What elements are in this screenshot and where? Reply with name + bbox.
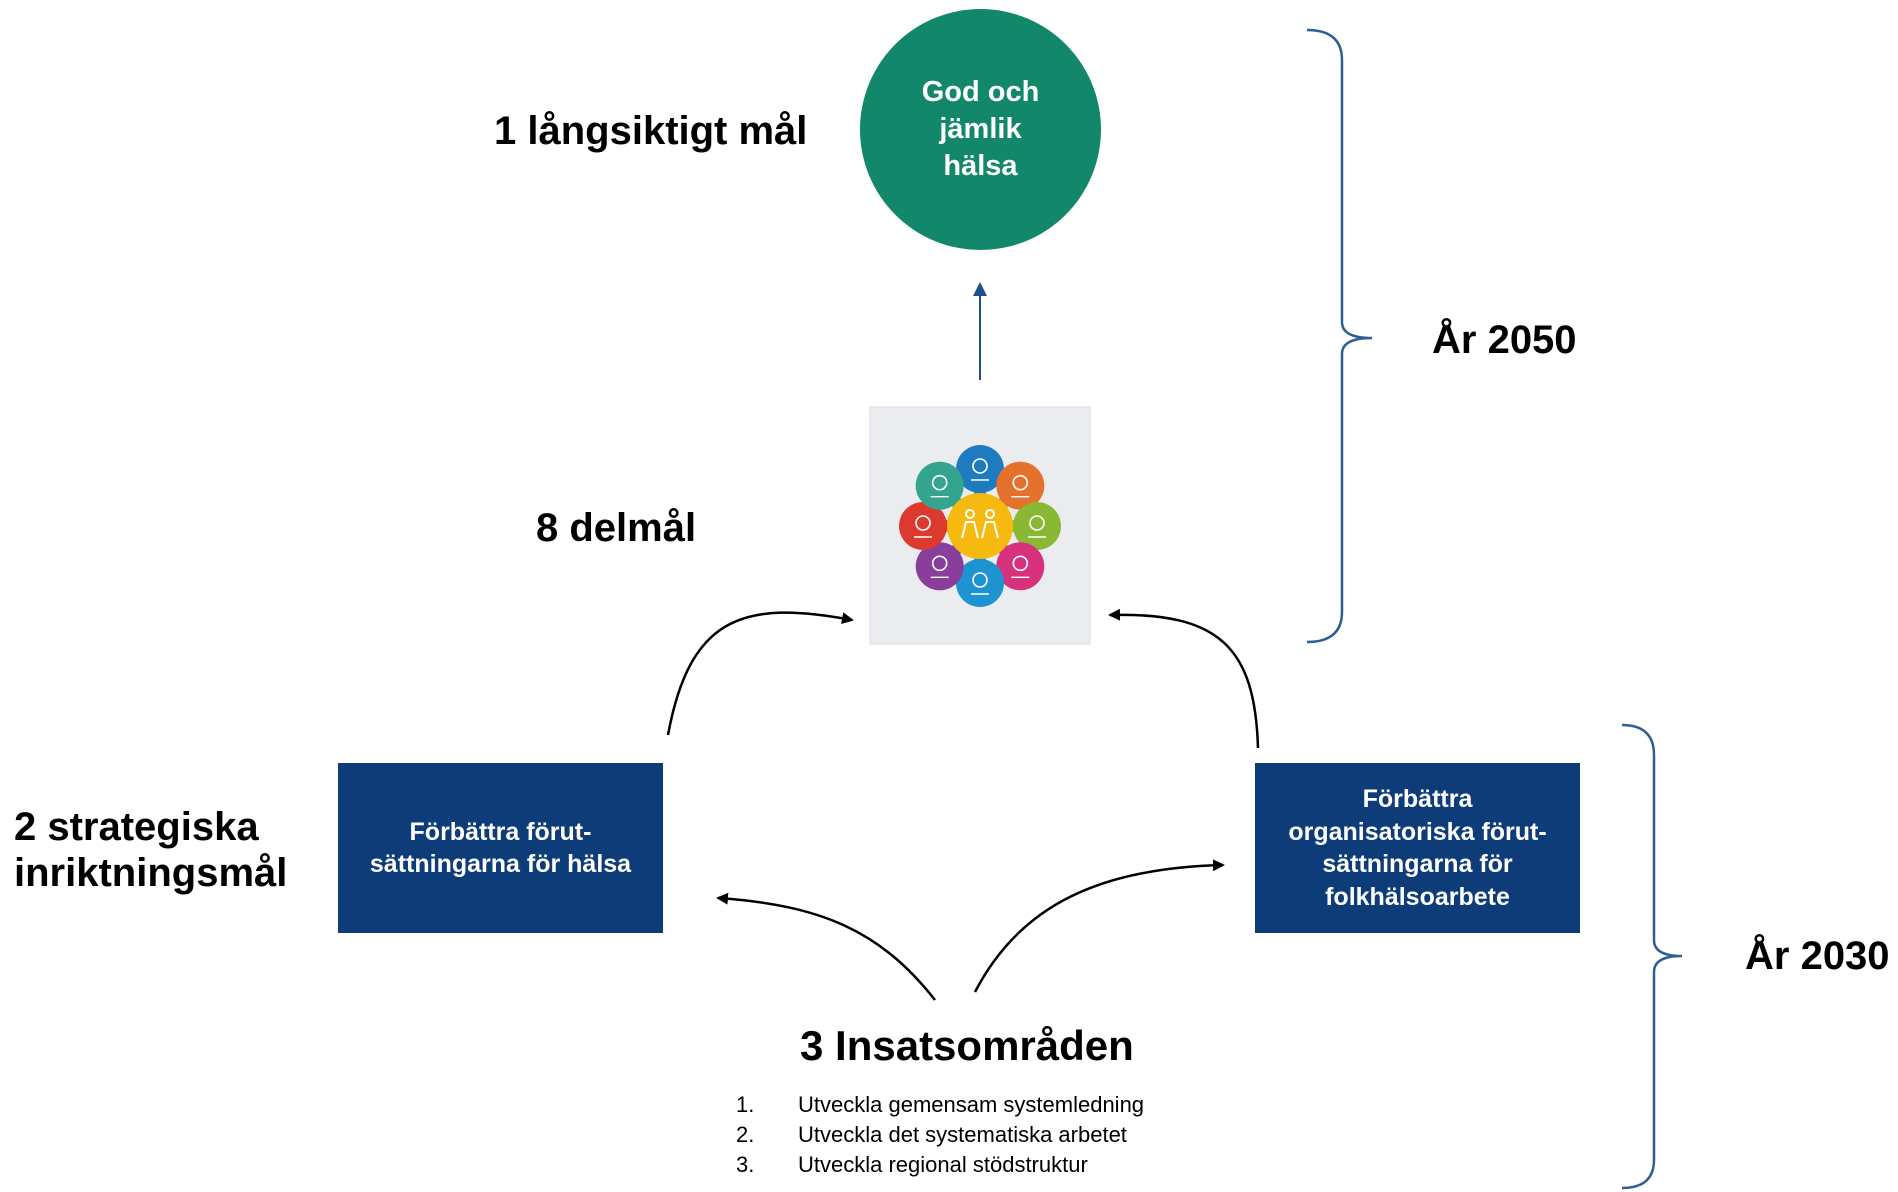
timeframe-2030: År 2030 [1745, 934, 1890, 978]
box-right-line-1: Förbättra [1362, 785, 1473, 813]
arrow-efforts-to-left-box [716, 892, 936, 1001]
subgoal-petal-1 [956, 445, 1004, 503]
list-item: 2. Utveckla det systematiska arbetet [736, 1120, 1144, 1150]
subgoal-petal-8 [915, 461, 964, 510]
goal-label: 1 långsiktigt mål [494, 109, 808, 153]
list-item-text: Utveckla regional stödstruktur [798, 1151, 1088, 1177]
efforts-title: 3 Insatsområden [800, 1022, 1134, 1069]
box-left-line-2: sättningarna för hälsa [369, 850, 632, 878]
timeframe-2050: År 2050 [1432, 318, 1577, 362]
subgoals-label: 8 delmål [536, 506, 697, 550]
arrow-right-box-to-subgoals [1108, 608, 1260, 749]
efforts-list: 1. Utveckla gemensam systemledning 2. Ut… [736, 1090, 1144, 1180]
strategic-label-line-1: 2 strategiska [14, 805, 259, 849]
subgoal-petal-5 [956, 549, 1004, 607]
family-icon [961, 509, 999, 539]
subgoal-petal-3 [1003, 502, 1061, 550]
list-item: 1. Utveckla gemensam systemledning [736, 1090, 1144, 1120]
strategic-box-health: Förbättra förut- sättningarna för hälsa [338, 763, 663, 933]
list-item-number: 3. [736, 1151, 755, 1177]
arrow-efforts-to-right-box [973, 859, 1225, 993]
subgoal-petal-4 [996, 542, 1045, 591]
goal-circle: God och jämlik hälsa [860, 9, 1101, 250]
bracket-2030 [1621, 723, 1683, 1190]
arrow-left-box-to-subgoals [666, 611, 854, 736]
flower-center-petal [947, 493, 1013, 559]
box-left-line-1: Förbättra förut- [409, 817, 592, 846]
subgoals-flower-image [869, 406, 1091, 645]
goal-circle-line-2: jämlik [939, 113, 1022, 146]
strategic-label-line-2: inriktningsmål [14, 851, 288, 895]
goal-circle-line-1: God och [921, 76, 1040, 109]
list-item-text: Utveckla det systematiska arbetet [798, 1121, 1127, 1147]
box-right-line-2: organisatoriska förut- [1288, 817, 1547, 846]
subgoal-petal-6 [915, 542, 964, 591]
subgoal-petal-7 [899, 502, 957, 550]
list-item-text: Utveckla gemensam systemledning [798, 1092, 1145, 1117]
goal-circle-line-3: hälsa [943, 149, 1018, 182]
subgoal-petal-2 [996, 461, 1045, 510]
box-right-line-3: sättningarna för [1322, 850, 1513, 878]
bracket-2050 [1306, 28, 1373, 644]
list-item-number: 2. [736, 1121, 755, 1147]
list-item-number: 1. [736, 1092, 755, 1117]
strategic-label: 2 strategiska inriktningsmål [14, 804, 287, 896]
list-item: 3. Utveckla regional stödstruktur [736, 1150, 1144, 1180]
strategic-box-organisational: Förbättra organisatoriska förut- sättnin… [1255, 763, 1580, 933]
box-right-line-4: folkhälsoarbete [1325, 882, 1510, 911]
